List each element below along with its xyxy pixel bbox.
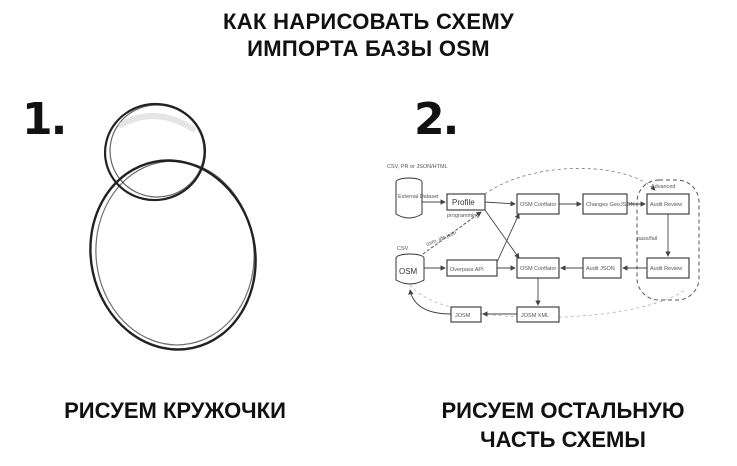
josm-node: JOSM [450,306,482,323]
big-oval [89,159,257,351]
arrow-profile-conflator [484,201,516,207]
osm-db-label: OSM [399,267,418,276]
josm-xml-node: JOSM XML [516,306,560,323]
osm-conflator-top-label: OSM Conflator [520,202,557,208]
audit-group-region [636,179,700,301]
audit-review-node: Audit Review [646,193,690,215]
source-note: CSV, PR or JSON/HTML [387,164,448,170]
osm-csv-note: CSV [397,246,409,252]
overpass-api-node: Overpass API [446,259,498,277]
programming-note: programming [447,213,479,219]
overpass-api-label: Overpass API [450,267,484,273]
diagram-arrows [408,199,671,317]
profile-label: Profile [452,198,475,207]
audit-json-node: Audit JSON [582,257,622,279]
osm-db-node: CSV OSM [395,246,425,285]
circles-sketch [89,102,257,351]
osm-conflator-bottom-label: OSM Conflator [520,266,557,272]
big-oval-stroke-2 [95,160,255,346]
arrow-overpass-conflator-top [496,213,520,263]
small-circle-shading [118,112,196,132]
page-title: КАК НАРИСОВАТЬ СХЕМУ ИМПОРТА БАЗЫ OSM [0,8,737,62]
title-line-1: КАК НАРИСОВАТЬ СХЕМУ [223,9,514,34]
arrow-osm-profile-dashed [422,211,482,255]
top-dashed-arc [479,168,656,199]
step-2-caption-line-2: ЧАСТЬ СХЕМЫ [480,427,646,452]
step-1-caption: РИСУЕМ КРУЖОЧКИ [64,398,286,423]
step-1-number: 1. [22,94,67,145]
josm-xml-label: JOSM XML [521,313,549,319]
changes-geojson-node: Changes GeoJSON [582,193,635,215]
external-dataset-node: External Dataset [395,177,439,219]
osm-conflator-top-node: OSM Conflator [516,193,560,215]
audit-review-label: Audit Review [650,202,682,208]
step-2-number: 2. [414,94,459,145]
audit-json-label: Audit JSON [586,266,615,272]
external-dataset-label: External Dataset [398,194,439,200]
small-circle-stroke-2 [109,104,205,198]
audit-review-bottom-label: Audit Review [650,266,682,272]
audit-review-bottom-node: Audit Review [646,257,690,279]
title-line-2: ИМПОРТА БАЗЫ OSM [247,36,490,61]
changes-geojson-label: Changes GeoJSON [586,202,635,208]
profile-node: Profile programming [446,193,486,219]
arrow-profile-conflator-bottom [484,209,520,259]
group-label: Advanced [651,184,675,190]
osm-conflator-bottom-node: OSM Conflator [516,257,560,279]
step-2-caption-line-1: РИСУЕМ ОСТАЛЬНУЮ [441,398,685,423]
arrow-josm-osm [408,289,452,315]
pass-note: pass/fail [637,236,657,242]
step-2-caption: РИСУЕМ ОСТАЛЬНУЮ ЧАСТЬ СХЕМЫ [398,396,728,454]
josm-label: JOSM [455,313,471,319]
import-diagram: Advanced CSV, PR or JSON/HTML External D… [387,164,700,323]
small-circle [103,102,207,202]
